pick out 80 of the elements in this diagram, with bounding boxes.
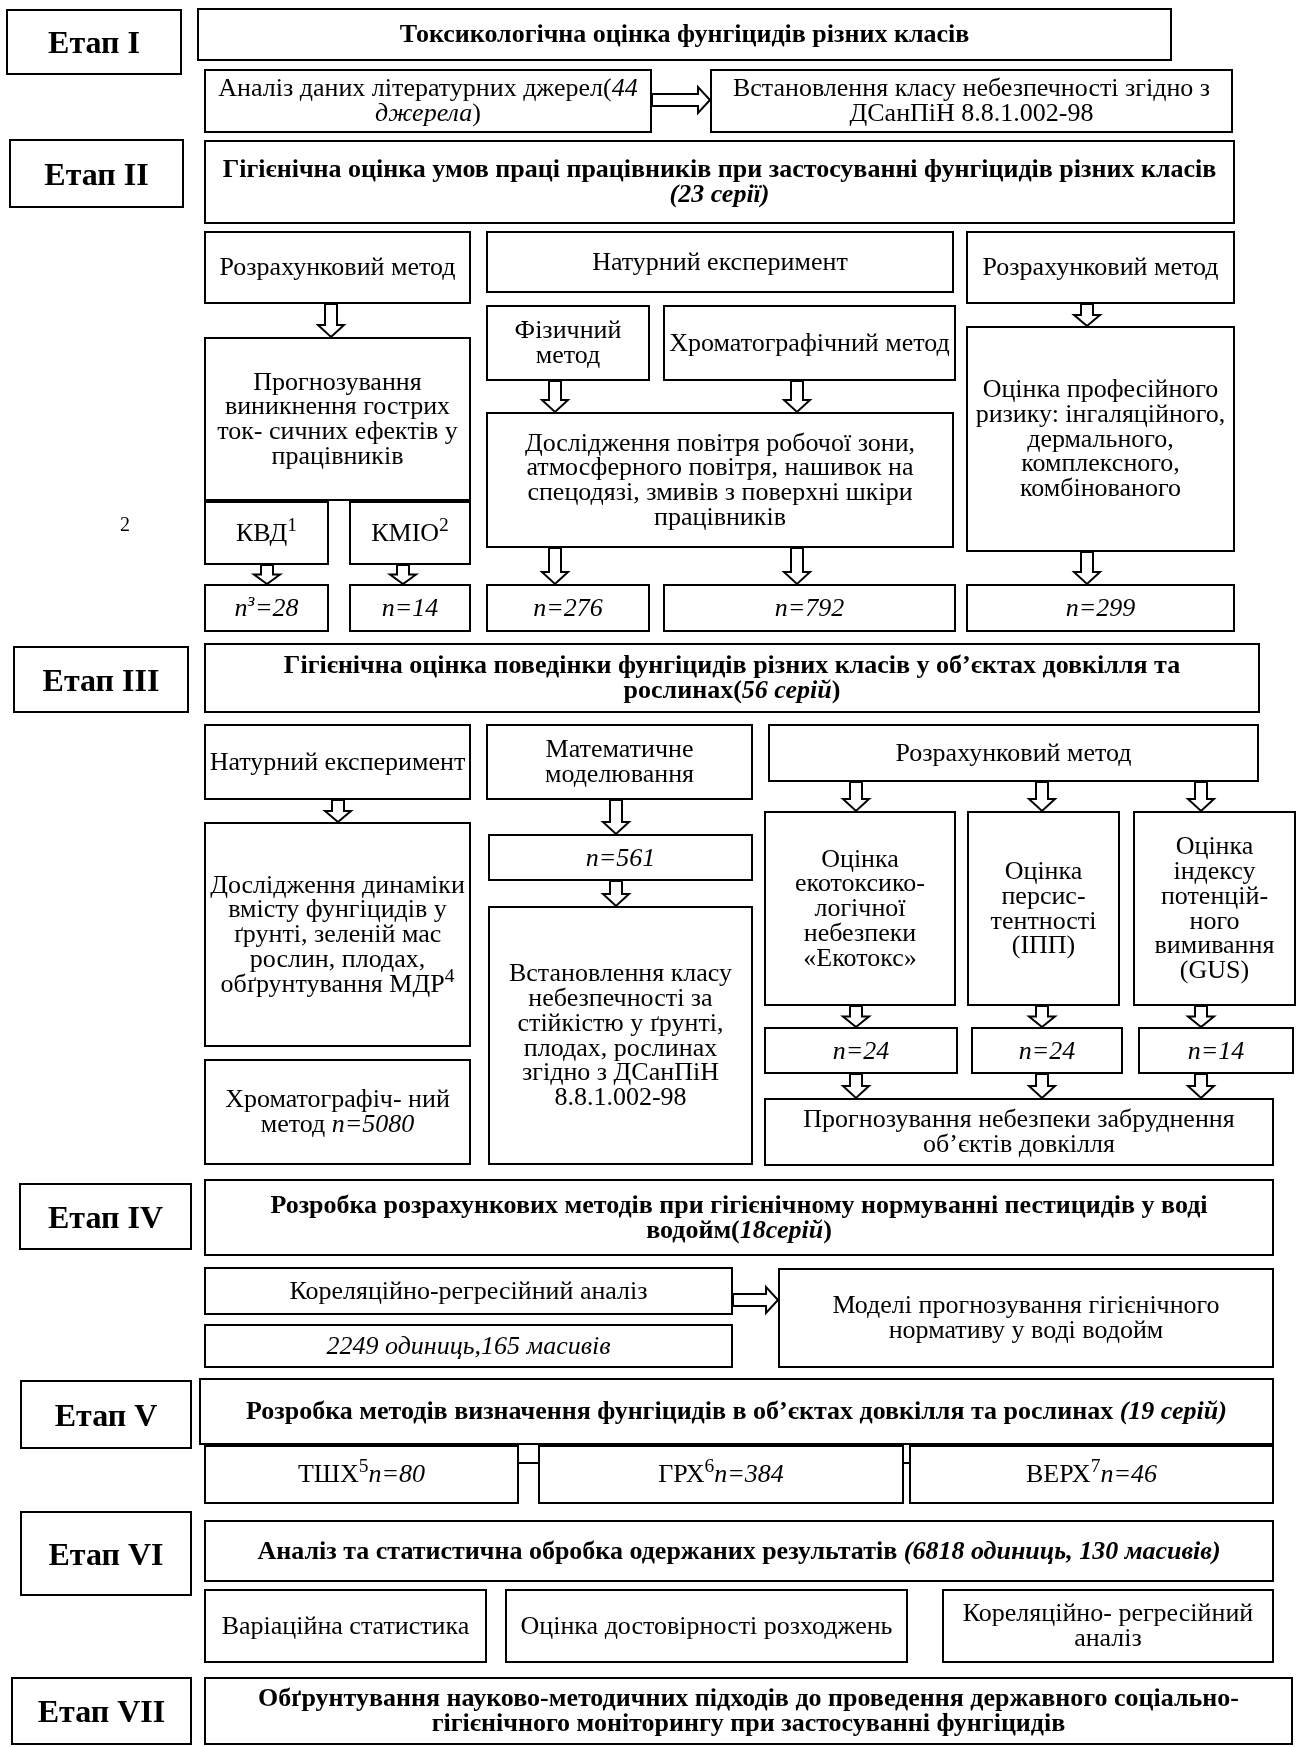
process-box: Кореляційно- регресійний аналіз [942,1589,1274,1663]
process-box: Прогнозування небезпеки забруднення об’єктів довкілля [764,1098,1274,1166]
process-box: Прогнозування виникнення гострих ток- сичних ефектів у працівників [204,337,471,501]
count-box: n=24 [764,1027,958,1074]
stage-label-box: Етап VII [11,1677,192,1745]
block-arrow [386,564,420,586]
stage-label-box: Етап I [6,9,182,75]
process-box: Дослідження повітря робочої зони, атмосферного повітря, нашивок на спецодязі, змивів з поверхні шкіри працівників [486,412,954,548]
stage-label-box: Етап VI [20,1511,192,1596]
process-box: Розрахунковий метод [966,231,1235,304]
process-box: Оцінка персис- тентності (ІПП) [967,811,1120,1006]
process-box: ГРХ$^{6}$n=384 [538,1445,904,1504]
count-box: n=792 [663,584,956,632]
process-box: Оцінка індексу потенцій- ного вимивання (GUS) [1133,811,1296,1006]
count-box: 2249 одиниць,165 масивів [204,1324,733,1368]
stage-label-box: Етап V [20,1380,192,1449]
process-box: Оцінка достовірності розходжень [505,1589,908,1663]
block-arrow [322,799,354,824]
process-box: ВЕРХ$^{7}$n=46 [909,1445,1274,1504]
process-box: Встановлення класу небезпечності за стійкістю у ґрунті, плодах, рослинах згідно з ДСанПіН 8.8.1.002-98 [488,906,753,1165]
stage-title-box: Гігієнічна оцінка умов праці працівників при застосуванні фунгіцидів різних класів (23 серії) [204,140,1235,224]
block-arrow [1185,1073,1217,1100]
stage-title-box: Токсикологічна оцінка фунгіцидів різних класів [197,8,1172,61]
block-arrow [840,1005,872,1029]
process-box: Оцінка професійного ризику: інгаляційного, дермального, комплексного, комбінованого [966,326,1235,552]
stage-title-box: Гігієнічна оцінка поведінки фунгіцидів різних класів у об’єктах довкілля та рослинах(56 серій) [204,643,1260,713]
count-box: n=299 [966,584,1235,632]
count-box: n=14 [1138,1027,1294,1074]
block-arrow [1071,551,1103,586]
stage-title-box: Аналіз та статистична обробка одержаних результатів (6818 одиниць, 130 масивів) [204,1520,1274,1582]
count-box: n$^{з}$=28 [204,584,329,632]
block-arrow [732,1284,780,1316]
count-box: n=24 [971,1027,1123,1074]
process-box: Оцінка екотоксико- логічної небезпеки «Екотокс» [764,811,956,1006]
process-box: Розрахунковий метод [204,231,471,304]
block-arrow [600,880,632,908]
block-arrow [1026,1073,1058,1100]
stage-label-box: Етап III [13,646,189,713]
footnote-number: 2 [120,514,130,534]
block-arrow [1071,303,1103,328]
process-box: Кореляційно-регресійний аналіз [204,1267,733,1315]
block-arrow [781,547,813,586]
process-box: Встановлення класу небезпечності згідно з ДСанПіН 8.8.1.002-98 [710,69,1233,133]
block-arrow [1185,1005,1217,1029]
process-box: КМІО$^{2}$ [349,501,471,565]
stage-label-box: Етап IV [19,1183,192,1250]
block-arrow [600,799,632,836]
process-box: Математичне моделювання [486,724,753,800]
count-box: n=561 [488,834,753,881]
count-box: n=276 [486,584,650,632]
connector-line [518,1462,539,1464]
block-arrow [250,564,284,586]
process-box: Аналіз даних літературних джерел(44 джерела) [204,69,652,133]
block-arrow [840,781,872,813]
process-box: Варіаційна статистика [204,1589,487,1663]
stage-title-box: Обґрунтування науково-методичних підходів до проведення державного соціально-гігієнічного моніторингу при застосуванні фунгіцидів [204,1677,1293,1745]
block-arrow [1026,781,1058,813]
stage-title-box: Розробка методів визначення фунгіцидів в об’єктах довкілля та рослинах (19 серій) [199,1378,1274,1445]
block-arrow [1026,1005,1058,1029]
process-box: КВД$^{1}$ [204,501,329,565]
process-box: ТШХ$^{5}$n=80 [204,1445,519,1504]
block-arrow [539,547,571,586]
process-box: Натурний експеримент [204,724,471,800]
block-arrow [1185,781,1217,813]
stage-label-box: Етап II [9,139,184,208]
block-arrow [539,380,571,414]
connector-line [903,1462,910,1464]
process-box: Фізичний метод [486,305,650,381]
block-arrow [315,303,347,339]
process-box: Моделі прогнозування гігієнічного нормативу у воді водойм [778,1268,1274,1368]
block-arrow [840,1073,872,1100]
process-box: Хроматографічний метод [663,305,956,381]
count-box: n=14 [349,584,471,632]
process-box: Хроматографіч- ний метод n=5080 [204,1059,471,1165]
block-arrow [781,380,813,414]
process-box: Натурний експеримент [486,231,954,293]
process-box: Дослідження динаміки вмісту фунгіцидів у ґрунті, зеленій мас рослин, плодах, обґрунтування МДР$^{4}$ [204,822,471,1047]
process-box: Розрахунковий метод [768,724,1259,782]
stage-title-box: Розробка розрахункових методів при гігієнічному нормуванні пестицидів у воді водойм(18серій) [204,1179,1274,1256]
block-arrow [651,84,712,116]
